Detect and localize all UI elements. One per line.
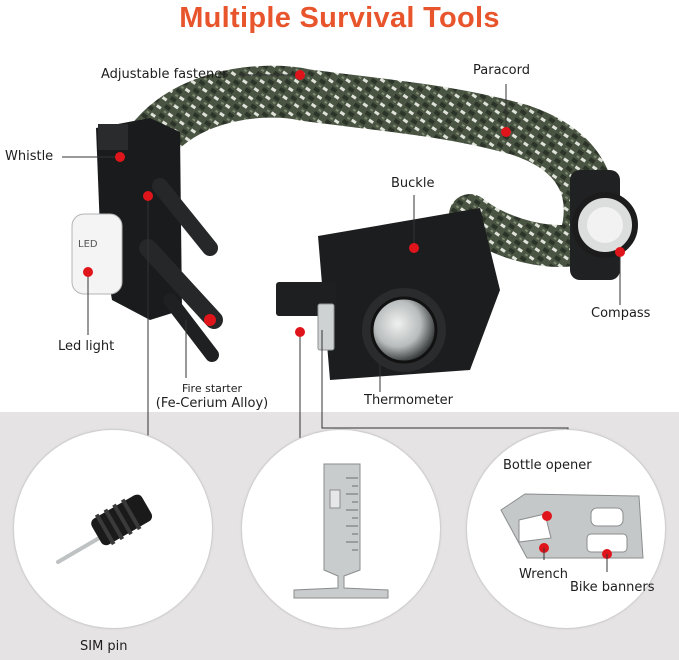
label-paracord: Paracord: [473, 63, 531, 78]
marker-dots: [83, 70, 625, 337]
label-bike-banners: Bike banners: [570, 580, 655, 595]
label-adjustable-fastener: Adjustable fastener: [101, 67, 228, 82]
multi-tool-circle: [466, 429, 666, 629]
ruler-tool-circle: [241, 429, 441, 629]
label-fire-starter: Fire starter: [181, 382, 243, 395]
page-title: Multiple Survival Tools: [179, 2, 500, 34]
label-wrench: Wrench: [519, 567, 568, 582]
label-sim-pin: SIM pin: [80, 639, 128, 654]
svg-text:LED: LED: [78, 239, 98, 250]
label-bottle-opener: Bottle opener: [503, 458, 592, 473]
label-thermometer: Thermometer: [364, 393, 454, 408]
ruler-card-illustration: [293, 463, 389, 599]
label-led-light: Led light: [58, 339, 115, 354]
label-whistle: Whistle: [5, 149, 54, 164]
sim-pin-circle: [13, 429, 213, 629]
label-buckle: Buckle: [391, 176, 435, 191]
label-fire-starter-material: (Fe-Cerium Alloy): [155, 396, 269, 411]
sim-pin-illustration: [56, 494, 153, 564]
label-compass: Compass: [591, 306, 651, 321]
multi-tool-illustration: [500, 493, 644, 572]
